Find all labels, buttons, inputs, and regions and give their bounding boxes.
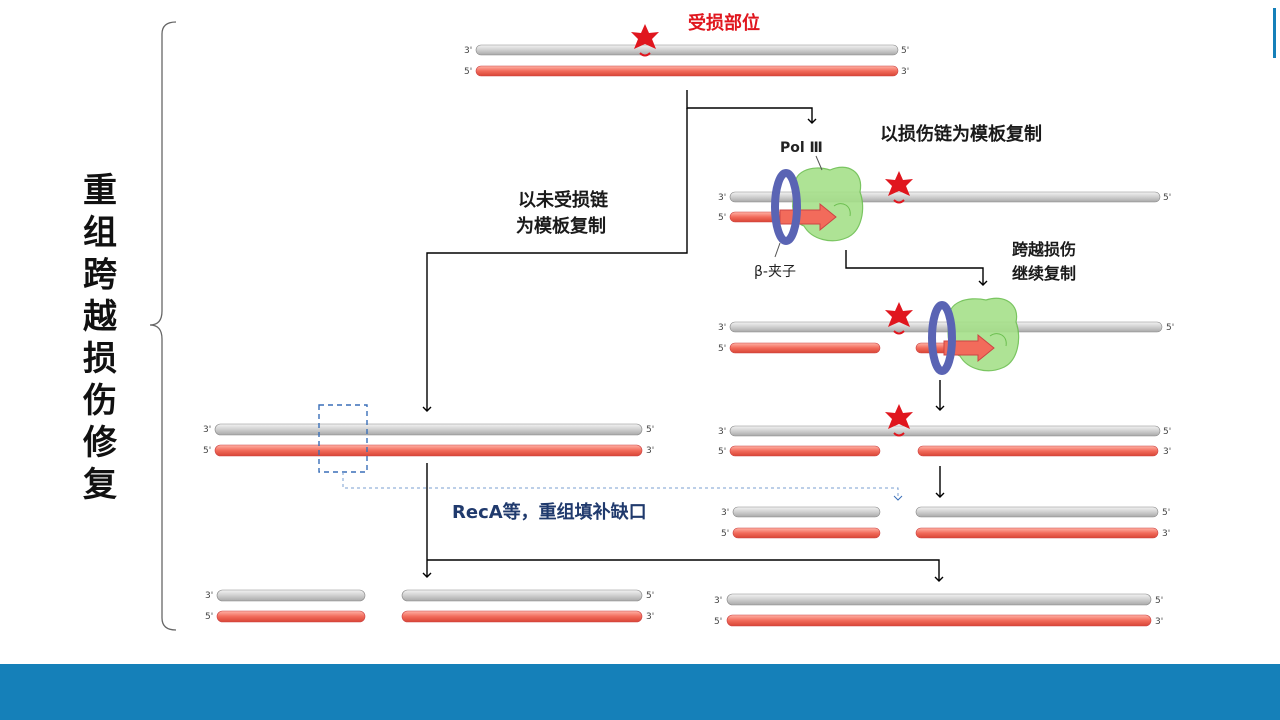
- svg-text:5': 5': [721, 529, 729, 539]
- strand-top-new: [475, 65, 899, 77]
- strand-r5-template: [726, 593, 1152, 606]
- damage-star-icon: [885, 404, 913, 437]
- beta-clamp-icon: [771, 169, 801, 245]
- polymerase-icon: [792, 166, 864, 242]
- corner-accent: [1273, 8, 1276, 58]
- strand-l1-template: [214, 423, 643, 436]
- strand-r3-new-right: [917, 445, 1159, 457]
- strand-l2-template-right: [401, 589, 643, 602]
- beta-clamp-icon: [928, 301, 956, 375]
- strand-r2-new-left: [729, 342, 881, 354]
- strand-r4-template-left: [732, 506, 881, 518]
- dashed-gap-box: [318, 404, 368, 473]
- svg-text:5': 5': [203, 446, 211, 456]
- dashed-guide-arrow: [342, 472, 903, 501]
- footer-bar: [0, 664, 1280, 720]
- damage-star-icon: [885, 302, 913, 335]
- strand-l2-template-left: [216, 589, 366, 602]
- svg-text:3': 3': [718, 427, 726, 437]
- vertical-title: 重组跨越损伤修复: [83, 171, 117, 505]
- strand-r3-new-left: [729, 445, 881, 457]
- reca-label: RecA等，重组填补缺口: [452, 502, 647, 523]
- svg-text:5': 5': [901, 46, 909, 56]
- template-damaged-label: 以损伤链为模板复制: [880, 124, 1042, 145]
- svg-text:3': 3': [1162, 529, 1170, 539]
- damage-site-label: 受损部位: [688, 13, 760, 34]
- svg-text:3': 3': [718, 193, 726, 203]
- strand-r2-template: [729, 321, 1163, 333]
- beta-clamp-label: β-夹子: [754, 264, 796, 280]
- strand-l1-new: [214, 444, 643, 457]
- svg-text:3': 3': [714, 596, 722, 606]
- bypass-label-2: 继续复制: [1012, 264, 1077, 283]
- svg-text:5': 5': [1163, 427, 1171, 437]
- svg-text:5': 5': [718, 213, 726, 223]
- svg-text:3': 3': [1163, 447, 1171, 457]
- svg-text:5': 5': [1163, 193, 1171, 203]
- svg-text:3': 3': [901, 67, 909, 77]
- strands: [214, 44, 1163, 627]
- svg-text:5': 5': [464, 67, 472, 77]
- svg-text:3': 3': [721, 508, 729, 518]
- strand-r3-template: [729, 425, 1161, 437]
- svg-text:5': 5': [1155, 596, 1163, 606]
- svg-text:3': 3': [1155, 617, 1163, 627]
- svg-text:5': 5': [718, 344, 726, 354]
- bypass-label-1: 跨越损伤: [1012, 240, 1077, 259]
- strand-l2-new-left: [216, 610, 366, 623]
- svg-text:5': 5': [646, 425, 654, 435]
- damage-star-icon: [631, 24, 659, 57]
- strand-r4-new-left: [732, 527, 881, 539]
- svg-text:3': 3': [718, 323, 726, 333]
- strand-r4-template-right: [915, 506, 1159, 518]
- strand-end-labels: 3' 5' 5' 3' 3' 5' 5' 3' 5' 5' 3' 5' 5' 3…: [203, 46, 1174, 627]
- arrow-bypass: [845, 250, 988, 286]
- svg-text:5': 5': [714, 617, 722, 627]
- left-brace: [149, 21, 177, 631]
- damage-lesions: [631, 24, 913, 437]
- template-undamaged-label-1: 以未受损链: [518, 190, 608, 211]
- arrow-right-bottom: [427, 559, 944, 582]
- flow-arrows: [422, 90, 988, 582]
- damage-star-icon: [885, 171, 913, 204]
- strand-l2-new-right: [401, 610, 643, 623]
- svg-text:5': 5': [1162, 508, 1170, 518]
- svg-text:3': 3': [646, 612, 654, 622]
- svg-text:5': 5': [718, 447, 726, 457]
- pol3-complex-2: [928, 297, 1020, 375]
- arrow-to-undamaged-template: [422, 108, 688, 412]
- strand-r5-new: [726, 614, 1152, 627]
- svg-text:5': 5': [205, 612, 213, 622]
- diagram-canvas: Pol Ⅲ β-夹子 3' 5' 5' 3': [203, 24, 1174, 627]
- pol3-label: Pol Ⅲ: [780, 140, 823, 156]
- svg-text:3': 3': [464, 46, 472, 56]
- svg-text:3': 3': [646, 446, 654, 456]
- template-undamaged-label-2: 为模板复制: [516, 216, 606, 237]
- svg-text:5': 5': [646, 591, 654, 601]
- strand-top-template: [475, 44, 899, 56]
- svg-text:3': 3': [203, 425, 211, 435]
- strand-r4-new-right: [915, 527, 1159, 539]
- svg-text:5': 5': [1166, 323, 1174, 333]
- pol3-complex-1: Pol Ⅲ β-夹子: [754, 140, 864, 280]
- svg-text:3': 3': [205, 591, 213, 601]
- polymerase-icon: [947, 297, 1020, 372]
- arrow-to-damaged-template: [686, 90, 817, 124]
